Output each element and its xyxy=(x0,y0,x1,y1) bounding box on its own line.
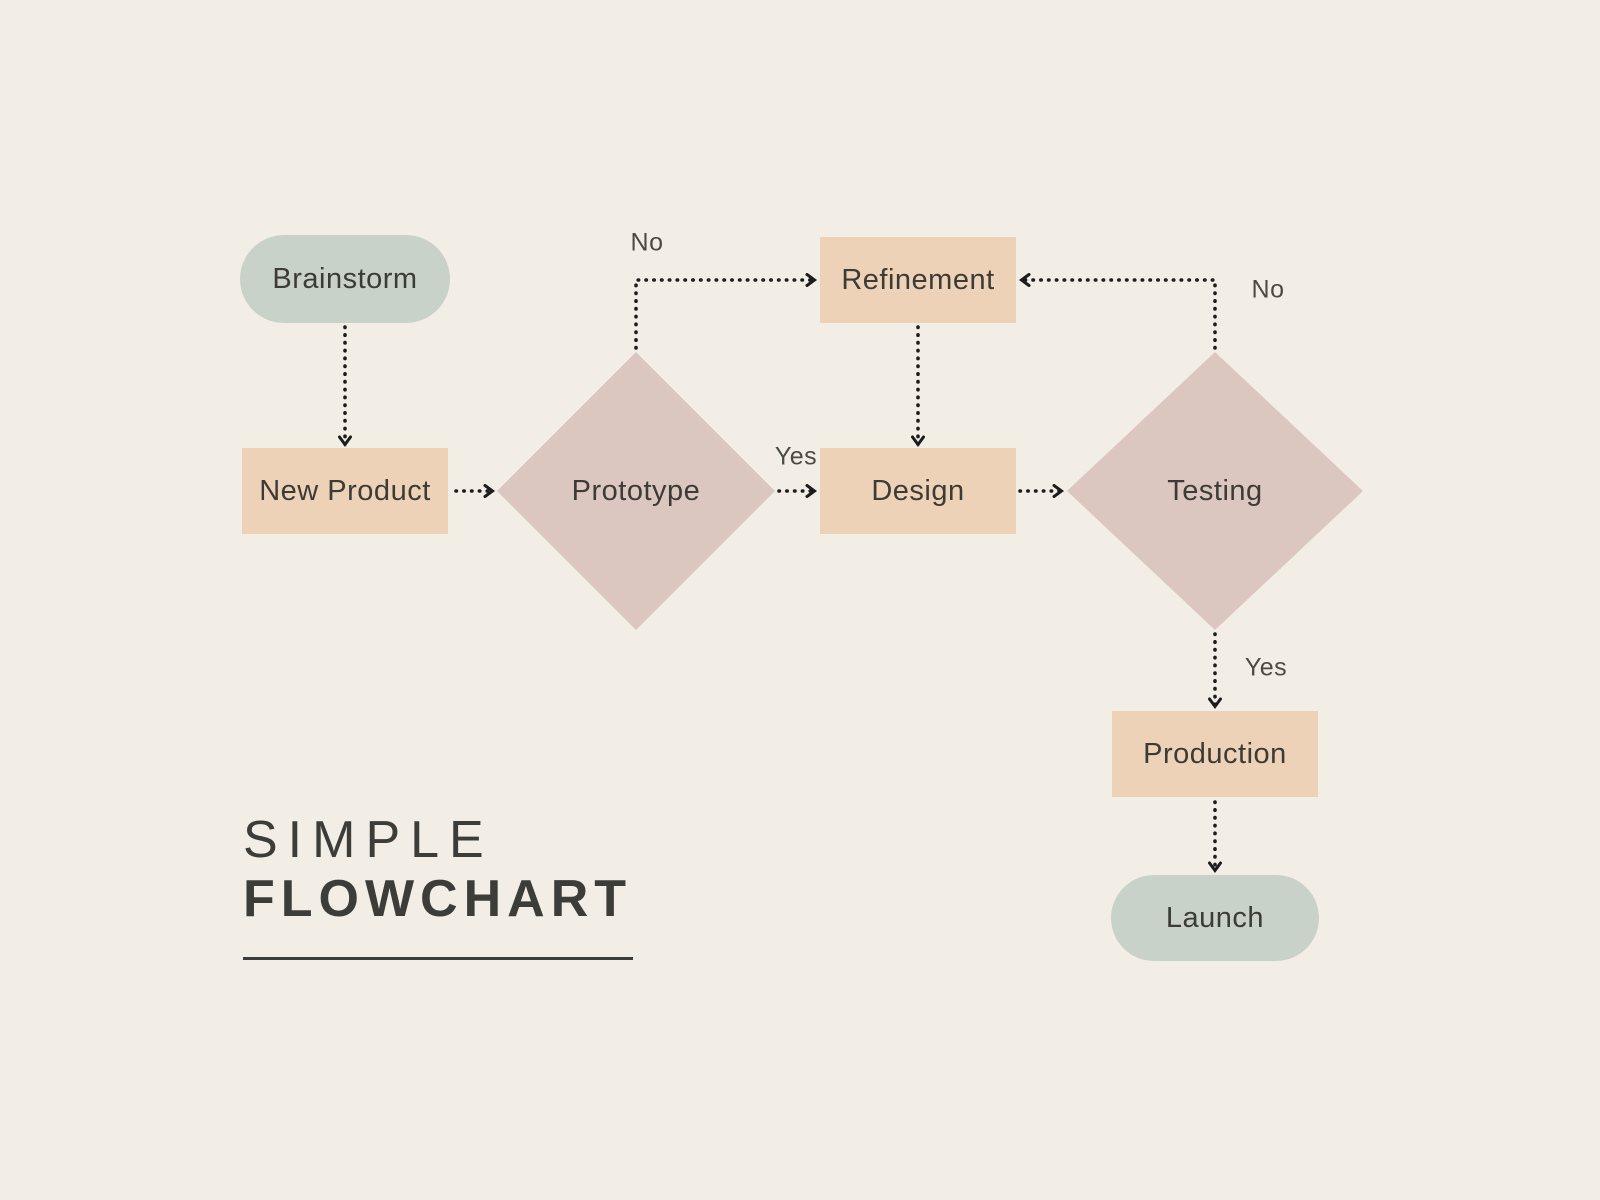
title-underline xyxy=(243,957,633,960)
edge-label-prototype-no: No xyxy=(630,228,664,257)
arrow-prototype-no-to-refinement xyxy=(634,273,818,350)
node-new-product: New Product xyxy=(242,448,448,534)
edge-label-testing-no: No xyxy=(1251,275,1285,304)
arrow-testing-no-to-refinement xyxy=(1018,273,1217,350)
node-brainstorm: Brainstorm xyxy=(240,235,450,323)
node-design: Design xyxy=(820,448,1016,534)
diagram-title-line2: FLOWCHART xyxy=(243,870,633,928)
node-refinement: Refinement xyxy=(820,237,1016,323)
edge-label-prototype-yes: Yes xyxy=(774,442,818,471)
edge-label-testing-yes: Yes xyxy=(1244,653,1288,682)
diagram-title-line1: SIMPLE xyxy=(243,811,494,869)
node-launch: Launch xyxy=(1111,875,1319,961)
node-production: Production xyxy=(1112,711,1318,797)
